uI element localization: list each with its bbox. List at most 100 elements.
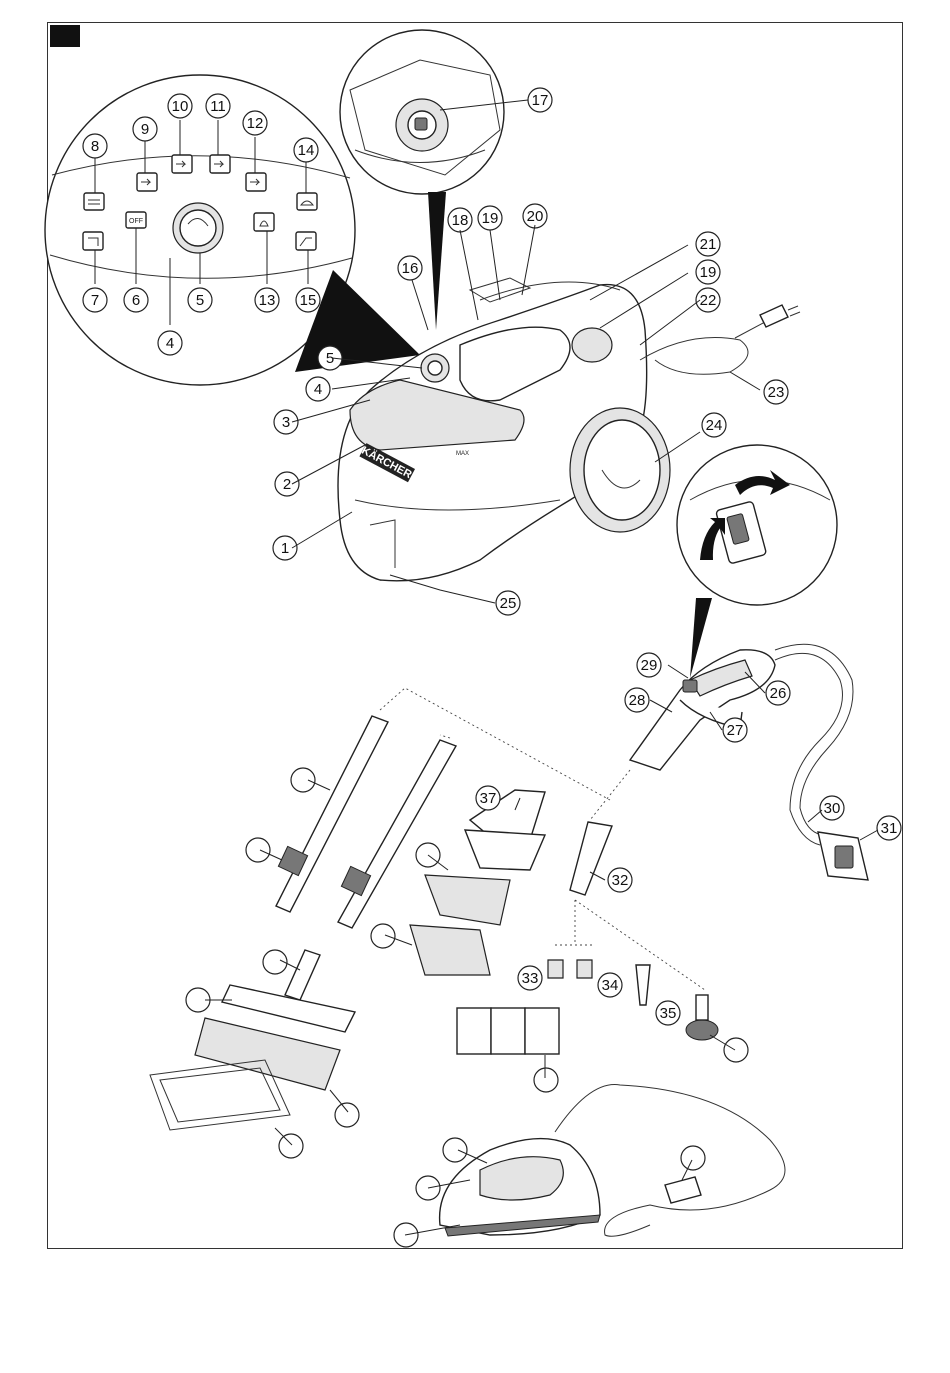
detail-nozzle-group bbox=[548, 822, 718, 1040]
max-mark-text: MAX bbox=[456, 451, 469, 457]
off-button: OFF bbox=[126, 212, 146, 228]
callout-number: 9 bbox=[141, 121, 149, 138]
callout-number: 18 bbox=[452, 212, 469, 229]
callout-29: 29 bbox=[637, 653, 661, 677]
callout-14: 14 bbox=[294, 138, 318, 162]
max-fill-mark: MAX bbox=[456, 451, 469, 457]
rotary-knob bbox=[173, 203, 223, 253]
callout-circle bbox=[534, 1068, 558, 1092]
callout-number: 15 bbox=[300, 292, 317, 309]
callout-number: 30 bbox=[824, 800, 841, 817]
callout-circle bbox=[371, 924, 395, 948]
callout-26: 26 bbox=[766, 681, 790, 705]
callout-24: 24 bbox=[702, 413, 726, 437]
callout-number: 21 bbox=[700, 236, 717, 253]
callout-32: 32 bbox=[608, 868, 632, 892]
callout-number: 35 bbox=[660, 1005, 677, 1022]
callout-number: 4 bbox=[314, 381, 322, 398]
button-9-icon bbox=[137, 173, 157, 191]
off-button-label: OFF bbox=[129, 218, 143, 225]
callout-number: 12 bbox=[247, 115, 264, 132]
callout-6: 6 bbox=[124, 288, 148, 312]
callout-number: 32 bbox=[612, 872, 629, 889]
button-8-icon bbox=[84, 193, 104, 210]
callout-number: 28 bbox=[629, 692, 646, 709]
callout-25: 25 bbox=[496, 591, 520, 615]
callout-blank bbox=[371, 924, 395, 948]
callout-4: 4 bbox=[306, 377, 330, 401]
callout-number: 6 bbox=[132, 292, 140, 309]
callout-20: 20 bbox=[523, 204, 547, 228]
callout-number: 17 bbox=[532, 92, 549, 109]
callout-number: 4 bbox=[166, 335, 174, 352]
callout-19: 19 bbox=[696, 260, 720, 284]
callout-circle bbox=[291, 768, 315, 792]
callout-7: 7 bbox=[83, 288, 107, 312]
callout-15: 15 bbox=[296, 288, 320, 312]
callout-circle bbox=[443, 1138, 467, 1162]
callout-13: 13 bbox=[255, 288, 279, 312]
cloth-pads bbox=[457, 1008, 559, 1054]
callout-number: 23 bbox=[768, 384, 785, 401]
callout-10: 10 bbox=[168, 94, 192, 118]
button-14-icon bbox=[297, 193, 317, 210]
hand-nozzle-group bbox=[410, 790, 545, 975]
callout-16: 16 bbox=[398, 256, 422, 280]
callout-number: 1 bbox=[281, 540, 289, 557]
callout-number: 26 bbox=[770, 685, 787, 702]
callout-circle bbox=[246, 838, 270, 862]
callout-11: 11 bbox=[206, 94, 230, 118]
callout-circle bbox=[279, 1134, 303, 1158]
callout-4: 4 bbox=[158, 331, 182, 355]
callout-number: 27 bbox=[727, 722, 744, 739]
callout-blank bbox=[335, 1103, 359, 1127]
button-13-icon bbox=[254, 213, 274, 231]
callout-number: 19 bbox=[700, 264, 717, 281]
callout-number: 10 bbox=[172, 98, 189, 115]
callout-blank bbox=[246, 838, 270, 862]
callout-34: 34 bbox=[598, 973, 622, 997]
callout-12: 12 bbox=[243, 111, 267, 135]
callout-circle bbox=[724, 1038, 748, 1062]
filler-detail bbox=[340, 30, 528, 330]
floor-nozzle-group bbox=[150, 950, 355, 1130]
callout-37: 37 bbox=[476, 786, 500, 810]
callout-number: 37 bbox=[480, 790, 497, 807]
callout-number: 7 bbox=[91, 292, 99, 309]
hand-gun-and-hose bbox=[590, 644, 868, 880]
callout-1: 1 bbox=[273, 536, 297, 560]
steam-iron bbox=[440, 1085, 785, 1237]
callout-23: 23 bbox=[764, 380, 788, 404]
callout-5: 5 bbox=[318, 346, 342, 370]
button-7-icon bbox=[83, 232, 103, 250]
callout-circle bbox=[335, 1103, 359, 1127]
handle-switch-detail bbox=[677, 445, 837, 678]
callout-number: 19 bbox=[482, 210, 499, 227]
callout-30: 30 bbox=[820, 796, 844, 820]
callout-18: 18 bbox=[448, 208, 472, 232]
callout-blank bbox=[291, 768, 315, 792]
callout-number: 14 bbox=[298, 142, 315, 159]
callout-number: 11 bbox=[210, 98, 226, 115]
callout-9: 9 bbox=[133, 117, 157, 141]
callout-number: 33 bbox=[522, 970, 539, 987]
callout-31: 31 bbox=[877, 816, 901, 840]
callout-35: 35 bbox=[656, 1001, 680, 1025]
callout-number: 5 bbox=[196, 292, 204, 309]
callout-5: 5 bbox=[188, 288, 212, 312]
callout-8: 8 bbox=[83, 134, 107, 158]
callout-number: 8 bbox=[91, 138, 99, 155]
callout-number: 31 bbox=[881, 820, 898, 837]
callout-number: 2 bbox=[283, 476, 291, 493]
callout-blank bbox=[443, 1138, 467, 1162]
callout-21: 21 bbox=[696, 232, 720, 256]
callout-number: 29 bbox=[641, 657, 658, 674]
callout-blank bbox=[681, 1146, 705, 1170]
callout-2: 2 bbox=[275, 472, 299, 496]
button-11-icon bbox=[210, 155, 230, 173]
callout-number: 13 bbox=[259, 292, 276, 309]
callout-circle bbox=[681, 1146, 705, 1170]
button-12-icon bbox=[246, 173, 266, 191]
callout-number: 20 bbox=[527, 208, 544, 225]
detail-pointer-wedge-top bbox=[428, 192, 446, 330]
